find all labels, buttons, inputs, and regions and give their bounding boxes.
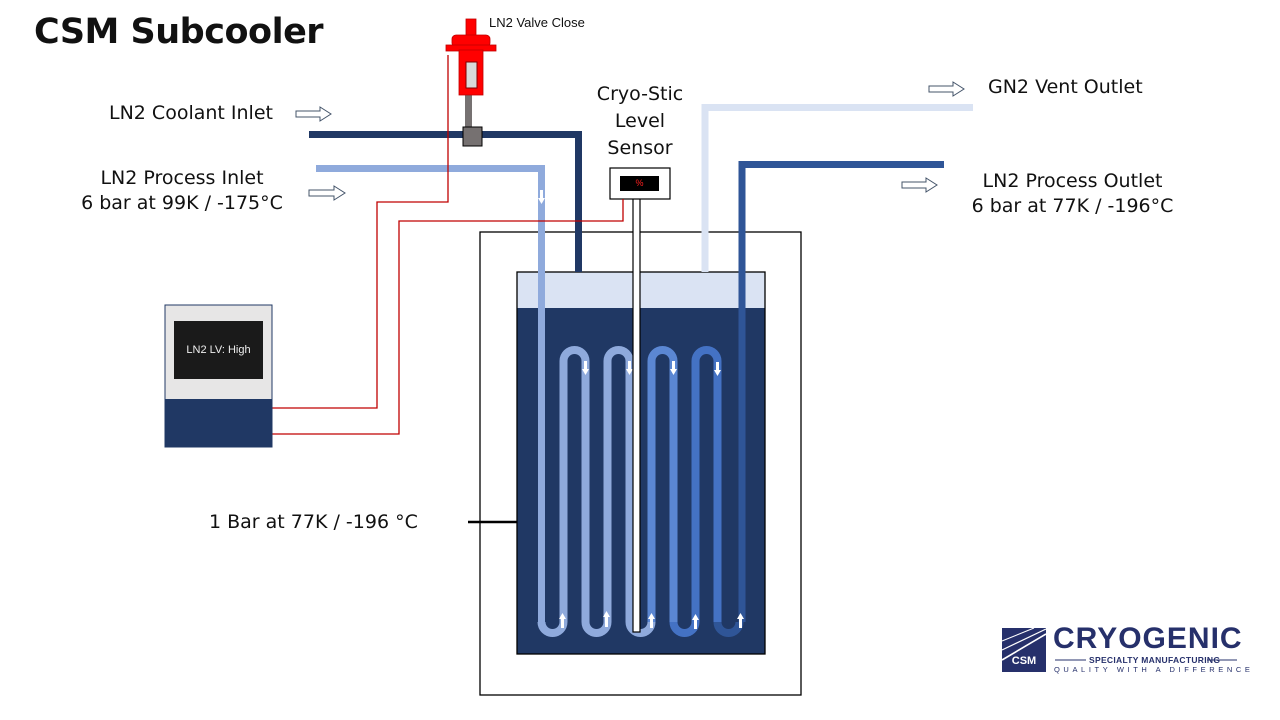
sensor-label-line2: Level bbox=[614, 110, 666, 132]
sensor-label-line1: Cryo-Stic bbox=[596, 83, 684, 105]
valve-body-block bbox=[462, 126, 483, 147]
flow-arrow-up bbox=[648, 613, 655, 628]
flow-arrows bbox=[538, 190, 744, 629]
control-panel[interactable] bbox=[164, 304, 273, 448]
dewar-headspace bbox=[517, 272, 765, 310]
coolant-inlet-arrow-icon bbox=[295, 106, 332, 122]
flow-arrow-up bbox=[692, 614, 699, 629]
ln2-valve[interactable] bbox=[445, 18, 497, 147]
coil-segment bbox=[647, 346, 678, 622]
csm-logo-mark bbox=[1001, 627, 1237, 672]
coil-segment bbox=[537, 346, 590, 637]
coil-segment bbox=[581, 346, 634, 637]
ln2-bath bbox=[517, 308, 765, 654]
process-outlet-label: LN2 Process Outlet 6 bar at 77K / -196°C bbox=[940, 169, 1205, 219]
process-outlet-condition: 6 bar at 77K / -196°C bbox=[971, 195, 1174, 217]
sensor-signal-wire bbox=[272, 199, 624, 435]
level-sensor-probe bbox=[632, 197, 641, 633]
flow-arrow-up bbox=[603, 611, 610, 627]
process-inlet-arrow-icon bbox=[308, 185, 346, 201]
process-outlet-pipe bbox=[738, 161, 944, 622]
valve-top-knob bbox=[465, 18, 477, 38]
coil-segment bbox=[713, 621, 744, 637]
coolant-inlet-label: LN2 Coolant Inlet bbox=[109, 102, 273, 124]
level-sensor-label: Cryo-Stic Level Sensor bbox=[580, 81, 700, 162]
sensor-display-readout: % bbox=[635, 178, 644, 188]
flow-arrow-up bbox=[737, 613, 744, 628]
flow-arrow-down bbox=[670, 361, 677, 375]
vent-outlet-arrow-icon bbox=[928, 81, 965, 97]
vent-outlet-label: GN2 Vent Outlet bbox=[988, 76, 1143, 98]
logo-subtitle: SPECIALTY MANUFACTURING bbox=[1089, 655, 1221, 665]
valve-label: LN2 Valve Close bbox=[489, 15, 585, 30]
process-inlet-condition: 6 bar at 99K / -175°C bbox=[81, 192, 283, 214]
logo-mark-text: CSM bbox=[1011, 655, 1037, 667]
coolant-inlet-pipe bbox=[309, 131, 582, 272]
valve-signal-wire bbox=[272, 55, 449, 409]
bath-condition-label: 1 Bar at 77K / -196 °C bbox=[209, 511, 418, 533]
flow-arrow-down bbox=[538, 190, 545, 204]
coil-segment bbox=[669, 346, 722, 637]
process-inlet-title: LN2 Process Inlet bbox=[100, 167, 264, 189]
process-inlet-pipe bbox=[316, 165, 545, 622]
flow-arrow-down bbox=[626, 361, 633, 375]
dewar-outline bbox=[516, 271, 766, 655]
direction-arrows bbox=[295, 81, 965, 201]
flow-arrow-down bbox=[714, 362, 721, 376]
process-outlet-arrow-icon bbox=[901, 177, 938, 193]
page-title: CSM Subcooler bbox=[34, 12, 324, 52]
panel-display-text: LN2 LV: High bbox=[186, 344, 251, 356]
process-outlet-title: LN2 Process Outlet bbox=[982, 170, 1163, 192]
sensor-label-line3: Sensor bbox=[607, 137, 673, 159]
logo-tagline: QUALITY WITH A DIFFERENCE bbox=[1054, 665, 1254, 674]
logo-wordmark: CRYOGENIC bbox=[1053, 622, 1243, 655]
vent-outlet-pipe bbox=[701, 104, 973, 272]
level-sensor-display bbox=[620, 176, 659, 191]
panel-screen bbox=[174, 321, 263, 379]
process-inlet-label: LN2 Process Inlet 6 bar at 99K / -175°C bbox=[52, 166, 312, 216]
valve-stem bbox=[465, 95, 472, 128]
flow-arrow-down bbox=[582, 361, 589, 375]
flow-arrow-up bbox=[559, 613, 566, 628]
heat-exchanger-coil bbox=[537, 346, 744, 637]
valve-window bbox=[465, 61, 478, 89]
